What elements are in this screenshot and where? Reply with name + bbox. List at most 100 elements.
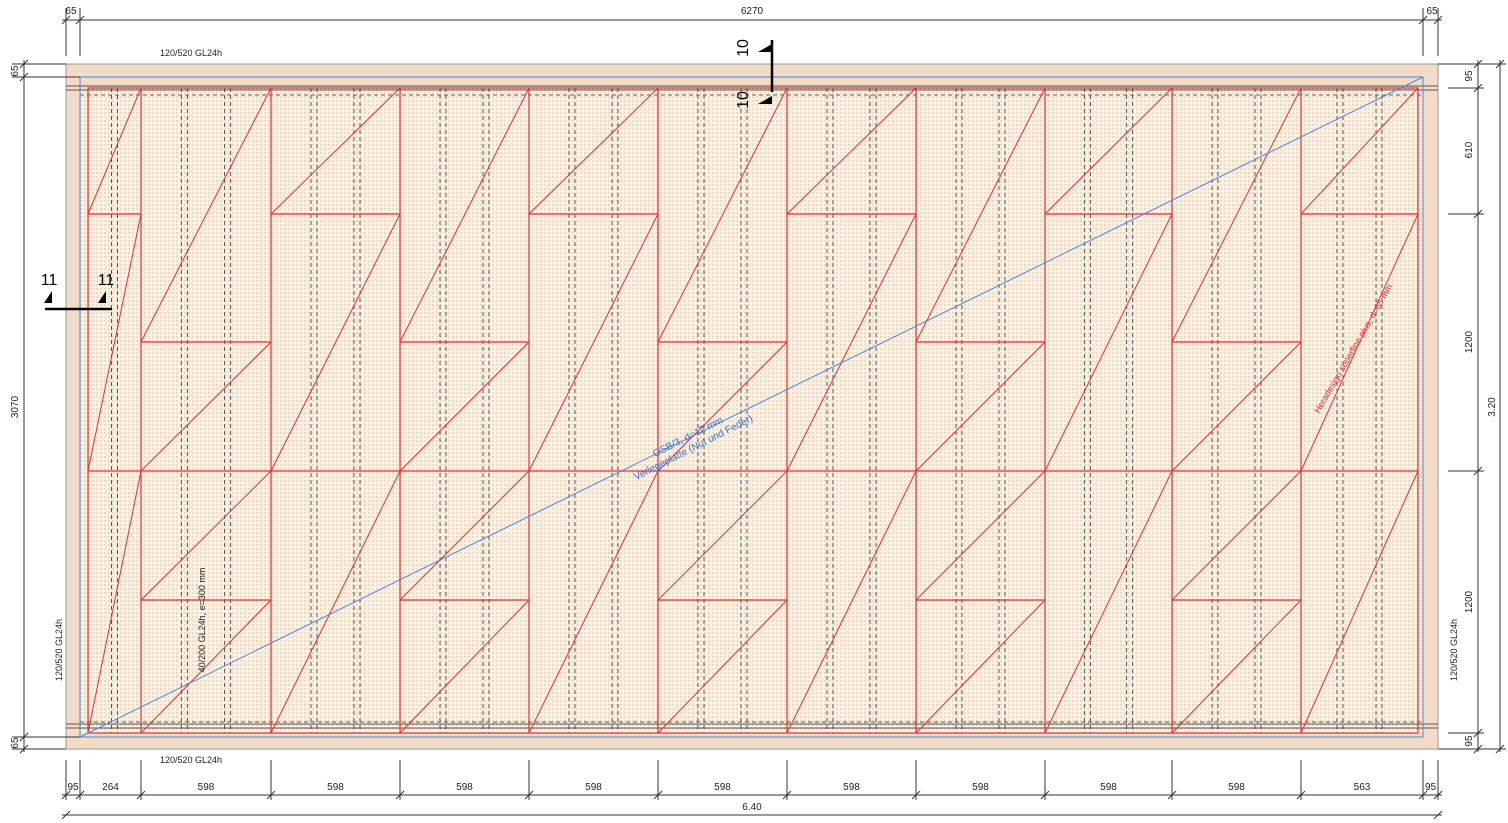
panel-diagonal	[915, 341, 1046, 472]
section-marker-10: 10 10	[735, 39, 774, 109]
bottom-dimension: 95 264 598 598 598 598 598 598 598 598 598 563 95 6.…	[61, 760, 1443, 820]
panel-diagonal	[528, 213, 659, 472]
top-dim-right: 65	[1426, 6, 1438, 17]
right-dim-total: 3.20	[1487, 397, 1498, 417]
panel-diagonal	[140, 341, 272, 472]
panel-diagonal	[1044, 213, 1173, 472]
panel-diagonal	[399, 87, 530, 343]
right-dim-3: 1200	[1464, 330, 1475, 353]
left-dimension: 65 3070 65	[10, 59, 80, 754]
osb-outline	[79, 76, 1424, 738]
panel-diagonal	[270, 87, 401, 215]
panel-diagonal	[657, 87, 788, 343]
panel-diagonal	[786, 213, 917, 472]
bottom-dim-tick	[266, 790, 276, 800]
bottom-dim-tick	[524, 790, 534, 800]
bottom-dim-label: 563	[1354, 782, 1371, 793]
bottom-dim-label: 95	[67, 782, 79, 793]
right-dim-2: 610	[1464, 141, 1475, 158]
bottom-dim-tick	[1418, 790, 1428, 800]
panel-diagonal	[528, 470, 659, 734]
joist-label: 40/200 GL24h, e=300 mm	[197, 568, 207, 673]
section-marker-10-top: 10	[735, 39, 752, 57]
bottom-dim-label: 598	[843, 782, 860, 793]
panel-diagonal	[528, 87, 659, 215]
bottom-dim-tick	[1167, 790, 1177, 800]
bottom-dim-total: 6.40	[742, 802, 762, 813]
left-dim-total: 3070	[10, 395, 21, 418]
beam-label-top: 120/520 GL24h	[160, 48, 222, 58]
right-dim-bottom: 95	[1464, 735, 1475, 747]
panel-diagonal	[1171, 341, 1302, 472]
bottom-dim-label: 598	[714, 782, 731, 793]
panel-diagonal	[1171, 87, 1302, 343]
bottom-dim-tick	[1296, 790, 1306, 800]
bottom-dim-label: 598	[456, 782, 473, 793]
bottom-dim-label: 598	[198, 782, 215, 793]
osb-diagonal	[79, 76, 1424, 738]
bottom-dim-tick	[395, 790, 405, 800]
left-dim-bottom: 65	[10, 737, 21, 749]
heradesign-panels	[87, 87, 1419, 734]
bottom-dim-tick	[75, 790, 85, 800]
panel-diagonal	[657, 599, 788, 734]
panel-diagonal	[786, 470, 917, 734]
panel-diagonal	[140, 87, 272, 343]
edge-beams	[66, 85, 1438, 729]
panel-diagonal	[87, 87, 142, 215]
joists	[80, 88, 1423, 733]
panel-infill	[80, 88, 1423, 733]
section-marker-11: 11 11	[41, 272, 115, 311]
panel-diagonal	[270, 470, 401, 734]
bottom-dim-tick	[653, 790, 663, 800]
panel-diagonal	[657, 470, 788, 601]
right-dim-1: 95	[1464, 70, 1475, 82]
panel-diagonal	[87, 470, 142, 734]
panel-diagonal	[399, 470, 530, 601]
bottom-dim-tick	[782, 790, 792, 800]
right-dimension: 95 610 1200 1200 95 3.20	[1438, 59, 1506, 754]
bottom-dim-label: 95	[1425, 782, 1437, 793]
panel-diagonal	[399, 599, 530, 734]
bottom-dim-tick	[911, 790, 921, 800]
bottom-dim-tick	[1433, 790, 1443, 800]
bottom-dim-label: 598	[1228, 782, 1245, 793]
panel-diagonal	[915, 470, 1046, 601]
section-marker-11-right: 11	[98, 272, 115, 289]
panel-diagonal	[1171, 470, 1302, 601]
panel-diagonal	[140, 470, 272, 601]
right-dim-4: 1200	[1464, 590, 1475, 613]
panel-diagonal	[87, 213, 142, 472]
beam-label-left: 120/520 GL24h	[54, 619, 64, 681]
top-dim-left: 65	[65, 6, 77, 17]
bottom-dim-label: 598	[972, 782, 989, 793]
top-dim-total: 6270	[741, 6, 764, 17]
bottom-dim-label: 264	[102, 782, 119, 793]
bottom-dim-tick	[61, 790, 71, 800]
panel-diagonal	[270, 213, 401, 472]
left-dim-top: 65	[10, 65, 21, 77]
bottom-dim-tick	[136, 790, 146, 800]
top-dimension: 65 6270 65	[61, 6, 1443, 56]
panel-diagonal	[1300, 470, 1419, 734]
panel-diagonal	[786, 87, 917, 215]
panel-diagonal	[1044, 87, 1173, 215]
panel-diagonal	[399, 341, 530, 472]
beam-label-bottom: 120/520 GL24h	[160, 755, 222, 765]
section-marker-10-bottom: 10	[735, 91, 752, 109]
panel-diagonal	[1171, 599, 1302, 734]
bottom-dim-label: 598	[327, 782, 344, 793]
heradesign-border	[87, 87, 1419, 734]
panel-diagonal	[915, 599, 1046, 734]
bottom-dim-label: 598	[585, 782, 602, 793]
panel-diagonal	[140, 599, 272, 734]
section-marker-11-left: 11	[41, 272, 58, 289]
panel-diagonal	[1300, 87, 1419, 215]
bottom-dim-tick	[1040, 790, 1050, 800]
bottom-dim-label: 598	[1100, 782, 1117, 793]
panel-diagonal	[657, 341, 788, 472]
panel-diagonal	[915, 87, 1046, 343]
panel-diagonal	[1044, 470, 1173, 734]
beam-label-right: 120/520 GL24h	[1449, 619, 1459, 681]
